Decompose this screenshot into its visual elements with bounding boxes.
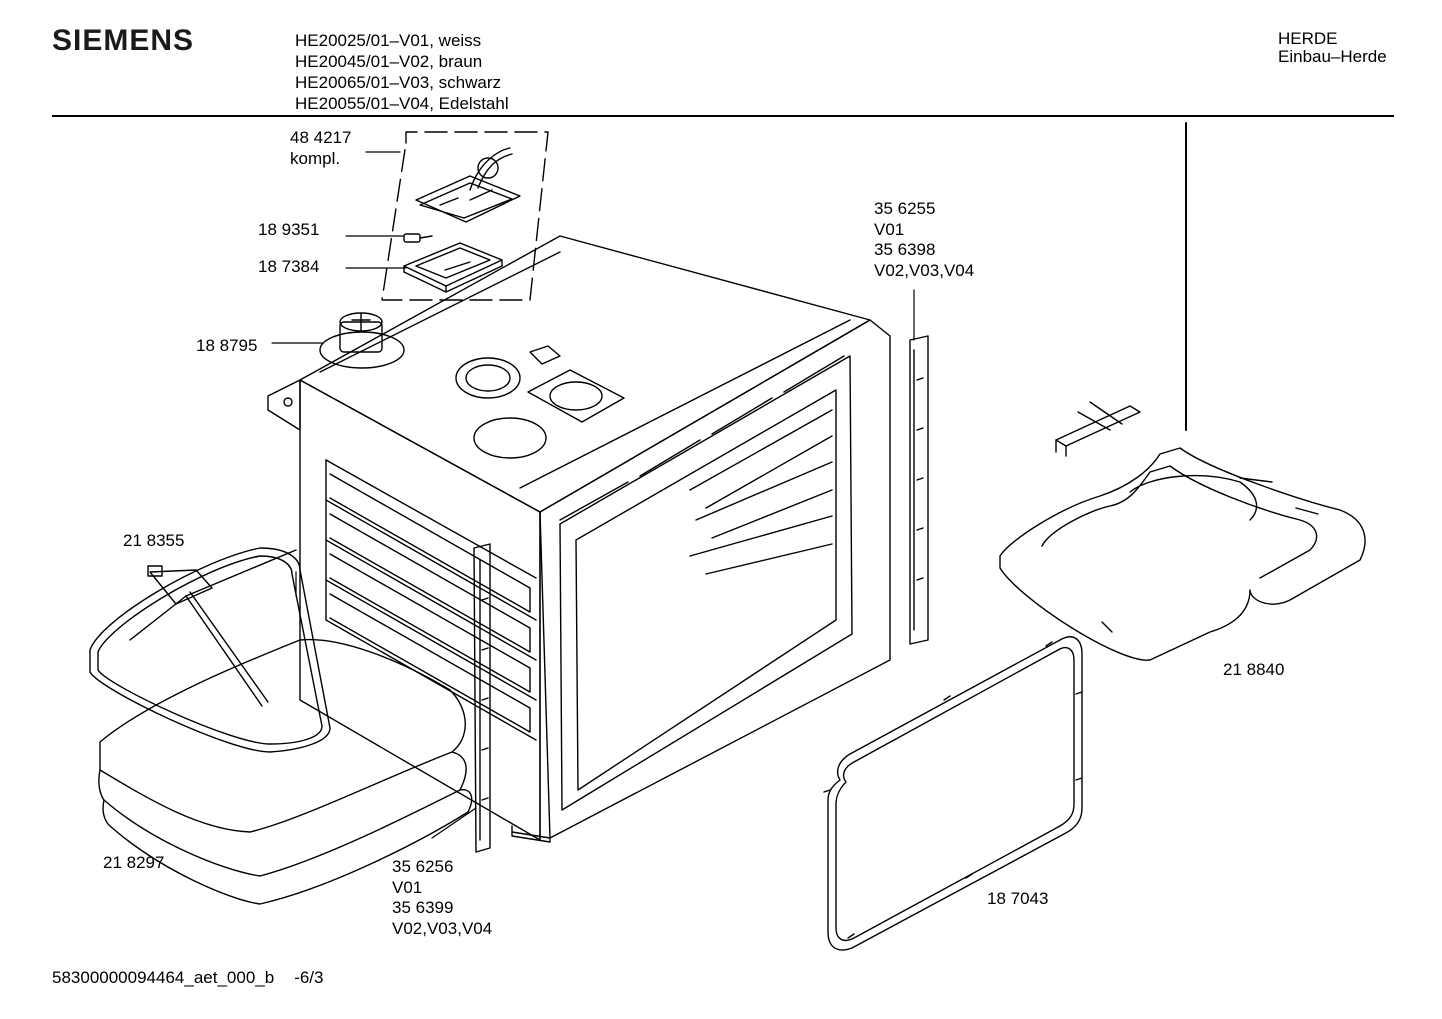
ring-heater [89,547,331,753]
brand-logo: SIEMENS [52,24,195,57]
model-list: HE20025/01–V01, weiss HE20045/01–V02, br… [295,30,509,114]
model-line: HE20055/01–V04, Edelstahl [295,94,509,113]
part-label-484217: 48 4217 kompl. [290,128,352,168]
insulation-mat [98,638,473,905]
category-block: HERDE Einbau–Herde [1278,30,1387,66]
lamp-socket-part [415,147,521,223]
part-label-218355: 21 8355 [123,531,185,550]
part-label-188795: 18 8795 [196,336,258,355]
leader-lines [271,151,915,839]
grill-heater [999,401,1366,661]
lamp-cover-part [403,242,503,293]
model-line: HE20065/01–V03, schwarz [295,73,502,92]
category-title: HERDE [1278,29,1338,48]
page-number: -6/3 [294,968,324,987]
footer: 58300000094464_aet_000_b -6/3 [52,968,343,988]
part-label-356255: 35 6255 V01 35 6398 V02,V03,V04 [874,199,975,280]
part-label-218297: 21 8297 [103,853,165,872]
oven-muffle [267,235,891,843]
header-divider [52,115,1394,117]
thermostat-part [319,312,405,369]
part-label-189351: 18 9351 [258,220,320,239]
side-rail-right [909,335,929,645]
part-label-218840: 21 8840 [1223,660,1285,679]
door-seal [823,636,1083,951]
model-line: HE20025/01–V01, weiss [295,31,482,50]
model-line: HE20045/01–V02, braun [295,52,483,71]
part-label-187043: 18 7043 [987,889,1049,908]
category-subtitle: Einbau–Herde [1278,47,1387,66]
assembly-box-484217 [381,131,549,301]
document-id: 58300000094464_aet_000_b [52,968,275,987]
side-rail-left [473,543,491,853]
part-label-187384: 18 7384 [258,257,320,276]
part-label-356256: 35 6256 V01 35 6399 V02,V03,V04 [392,857,493,938]
lamp-bulb-part [403,233,433,243]
